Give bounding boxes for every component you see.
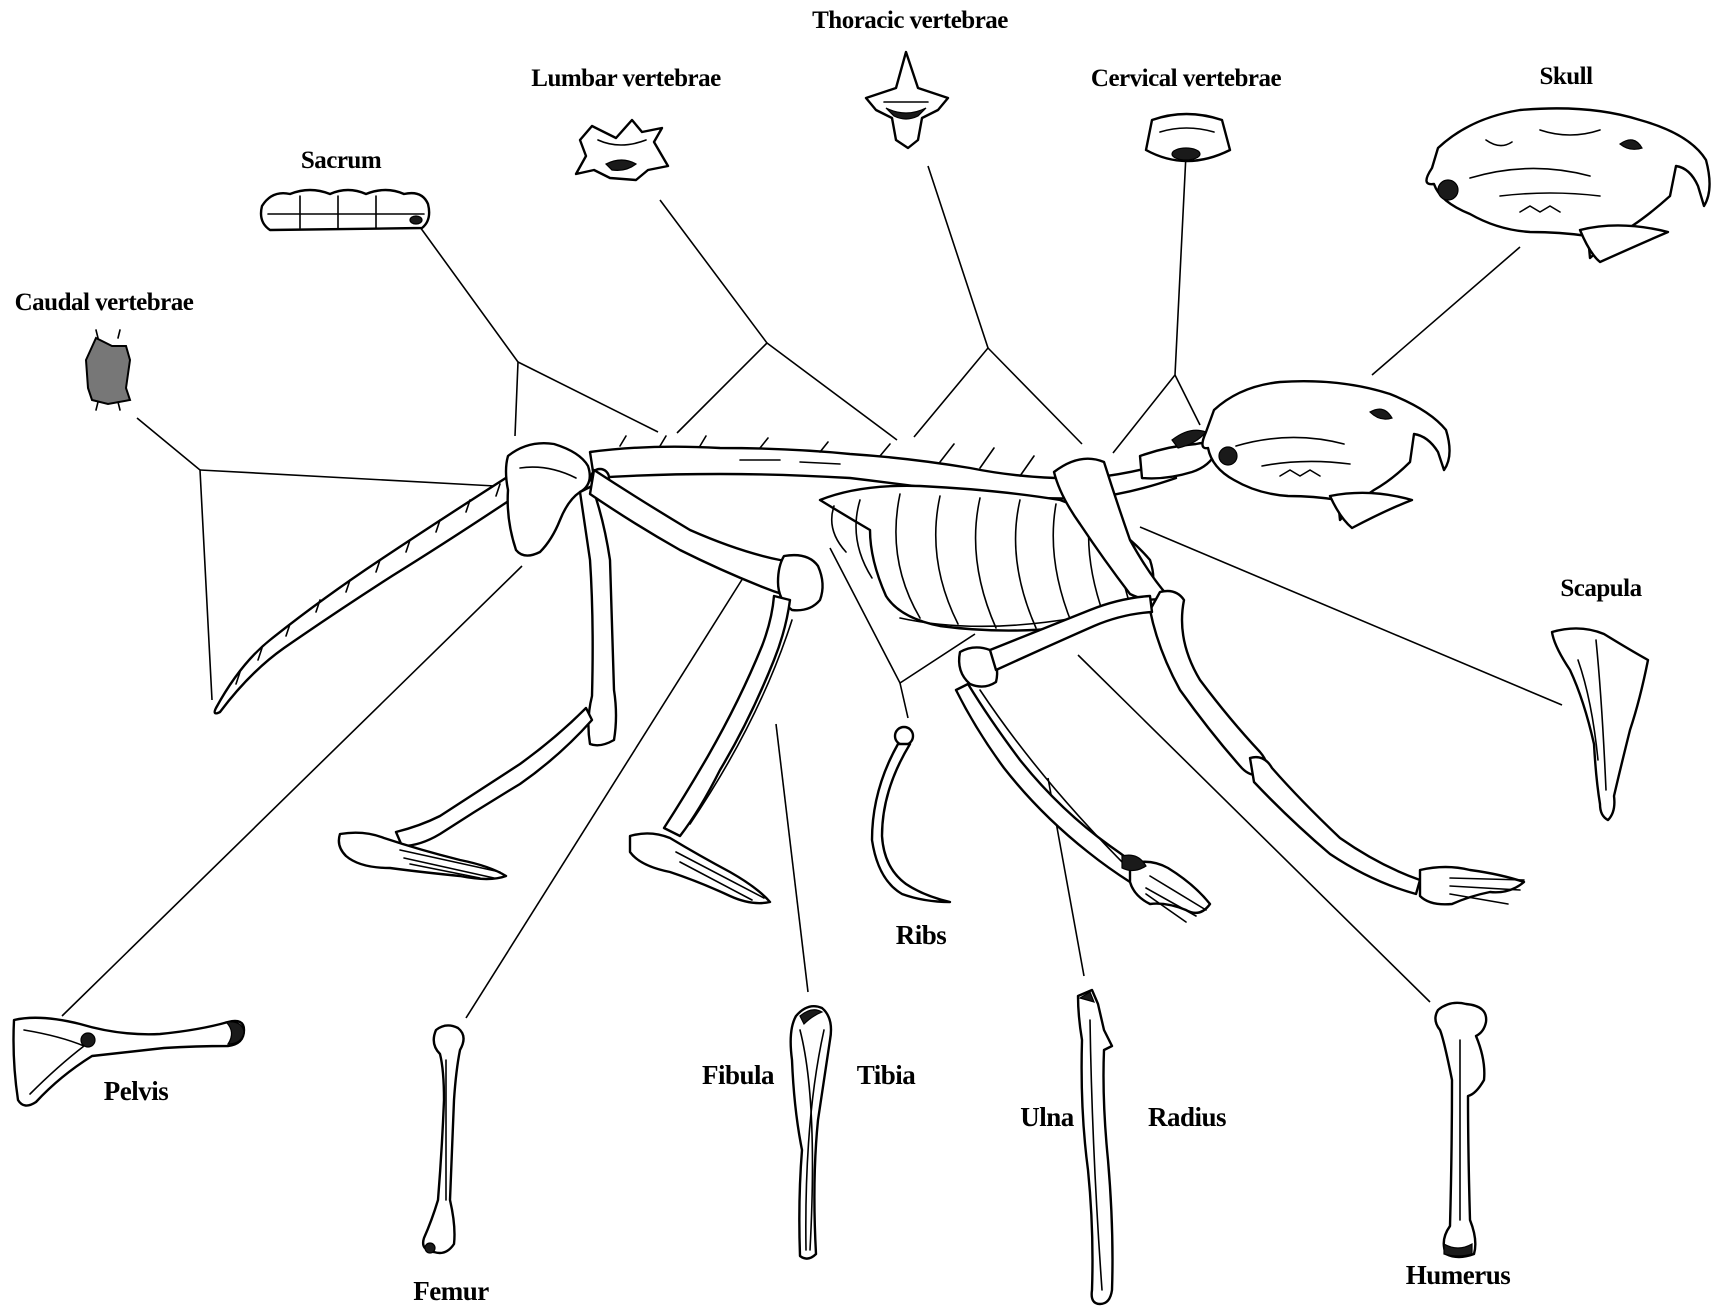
skeleton-forearm bbox=[1250, 757, 1420, 894]
skull-illustration bbox=[1426, 108, 1709, 262]
ulna-radius-illustration bbox=[1078, 990, 1113, 1304]
label-sacrum: Sacrum bbox=[301, 147, 382, 174]
leader-scapula bbox=[1140, 527, 1562, 705]
leader-thoracic bbox=[914, 166, 988, 437]
leader-sacrum bbox=[420, 227, 518, 436]
skeleton-hind-shin bbox=[396, 708, 592, 846]
skeleton-femur bbox=[580, 486, 616, 745]
label-cervical-vertebrae: Cervical vertebrae bbox=[1091, 65, 1282, 92]
skeleton-foot-far bbox=[630, 833, 770, 903]
tibia-fibula-illustration bbox=[791, 1006, 831, 1258]
lumbar-vertebra-illustration bbox=[576, 120, 668, 180]
label-scapula: Scapula bbox=[1560, 575, 1642, 602]
leader-tibia-fibula bbox=[776, 724, 808, 992]
cervical-vertebra-illustration bbox=[1146, 114, 1230, 161]
leader-skull bbox=[1372, 247, 1520, 375]
label-lumbar-vertebrae: Lumbar vertebrae bbox=[531, 65, 721, 92]
label-tibia: Tibia bbox=[857, 1060, 917, 1090]
rib-illustration bbox=[872, 727, 950, 902]
label-radius: Radius bbox=[1148, 1102, 1226, 1132]
leader-cervical bbox=[1113, 154, 1186, 453]
label-caudal-vertebrae: Caudal vertebrae bbox=[15, 289, 194, 316]
skeleton-front-hand bbox=[1420, 867, 1524, 904]
label-fibula: Fibula bbox=[702, 1060, 775, 1090]
femur-illustration bbox=[423, 1025, 463, 1253]
label-pelvis: Pelvis bbox=[104, 1076, 169, 1106]
leader-humerus bbox=[1078, 655, 1430, 1002]
sacrum-illustration bbox=[261, 190, 429, 230]
skeleton-shin-far bbox=[664, 596, 790, 836]
label-skull: Skull bbox=[1539, 63, 1593, 90]
thoracic-vertebra-illustration bbox=[866, 52, 948, 148]
label-humerus: Humerus bbox=[1406, 1260, 1511, 1290]
skeleton-pelvis bbox=[506, 443, 590, 555]
label-thoracic-vertebrae: Thoracic vertebrae bbox=[812, 7, 1008, 34]
leader-caudal bbox=[137, 418, 212, 700]
skeleton-tail bbox=[215, 474, 516, 713]
full-skeleton-illustration bbox=[215, 381, 1524, 922]
label-ulna: Ulna bbox=[1020, 1102, 1075, 1132]
label-ribs: Ribs bbox=[896, 920, 947, 950]
label-femur: Femur bbox=[413, 1276, 489, 1306]
humerus-illustration bbox=[1435, 1003, 1486, 1257]
skeleton-humerus bbox=[1150, 591, 1267, 775]
leader-lumbar bbox=[660, 200, 767, 433]
scapula-illustration bbox=[1552, 628, 1648, 820]
caudal-vertebra-illustration bbox=[86, 330, 130, 410]
